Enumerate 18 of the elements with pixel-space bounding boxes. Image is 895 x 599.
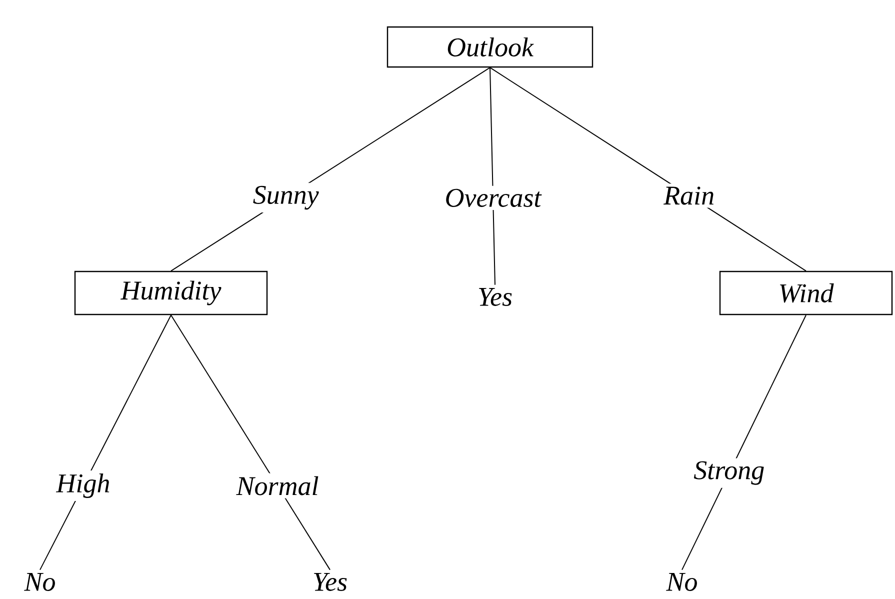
decision-box: Humidity — [74, 270, 268, 316]
leaf-label: Yes — [314, 573, 347, 591]
leaf-label: No — [666, 573, 697, 591]
edge-label: Strong — [690, 458, 768, 488]
branch-line — [490, 67, 496, 286]
decision-box: Wind — [719, 270, 893, 316]
edge-label: Normal — [233, 473, 322, 498]
edge-label: Sunny — [250, 182, 322, 213]
leaf-label: No — [24, 573, 55, 591]
leaf-label: Yes — [479, 288, 512, 306]
edge-label: Overcast — [442, 186, 544, 210]
branch-line — [490, 67, 806, 272]
edge-label: High — [53, 470, 114, 501]
decision-box: Outlook — [386, 26, 594, 68]
edge-label: Rain — [660, 184, 718, 208]
branch-line — [170, 314, 330, 570]
branch-line — [682, 314, 806, 570]
branch-line — [40, 314, 172, 570]
